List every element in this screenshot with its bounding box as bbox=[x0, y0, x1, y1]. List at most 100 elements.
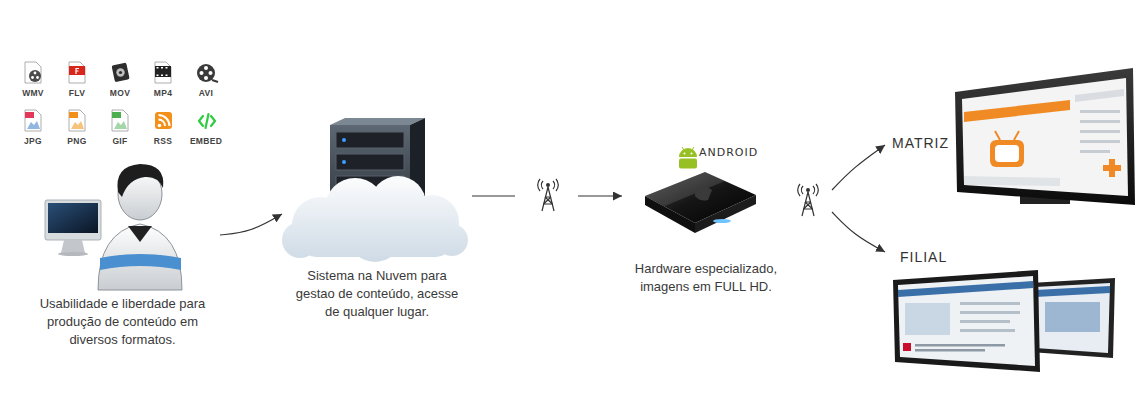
mov-icon bbox=[116, 68, 124, 76]
mov-icon bbox=[111, 63, 129, 83]
mp4-icon bbox=[157, 75, 159, 77]
rss-icon bbox=[155, 112, 172, 129]
tv-matriz bbox=[964, 100, 1070, 122]
user-illustration bbox=[98, 224, 182, 290]
tv-matriz bbox=[962, 78, 1128, 196]
tv-matriz bbox=[995, 131, 1019, 140]
wmv-icon bbox=[25, 62, 41, 83]
android-robot bbox=[679, 159, 697, 169]
tv-filial bbox=[903, 343, 911, 351]
embed-icon bbox=[199, 114, 215, 128]
android-robot bbox=[691, 153, 693, 155]
media-player-box bbox=[645, 172, 756, 223]
cloud-server bbox=[282, 118, 468, 262]
flv-icon bbox=[76, 69, 79, 75]
tv-filial bbox=[1045, 302, 1100, 332]
mp4-icon bbox=[155, 66, 171, 77]
site-heading: FILIAL bbox=[900, 249, 1140, 265]
display-node: MATRIZ bbox=[885, 65, 1140, 210]
rss-icon bbox=[158, 124, 162, 128]
mp4-icon bbox=[161, 67, 163, 69]
user-illustration bbox=[45, 164, 182, 290]
tv-filial bbox=[1035, 286, 1110, 297]
tv-matriz bbox=[1080, 130, 1120, 133]
rss-icon bbox=[159, 115, 170, 126]
tv-filial bbox=[1035, 283, 1110, 353]
format-label-slot: GIF bbox=[100, 136, 140, 146]
mov-icon bbox=[119, 71, 122, 74]
png-icon bbox=[69, 112, 78, 118]
wmv-icon bbox=[25, 62, 41, 83]
avi-icon bbox=[200, 71, 204, 75]
format-label: PNG bbox=[57, 136, 97, 146]
gif-icon bbox=[112, 110, 128, 131]
tv-filial bbox=[960, 302, 1020, 305]
format-label-slot: EMBED bbox=[184, 136, 228, 146]
png-icon bbox=[69, 110, 85, 131]
tv-matriz bbox=[1080, 150, 1110, 153]
format-label: RSS bbox=[143, 136, 183, 146]
gif-icon bbox=[114, 121, 127, 129]
tv-filial bbox=[915, 344, 1005, 347]
cloud-server bbox=[300, 225, 452, 257]
tv-matriz bbox=[1109, 159, 1115, 177]
png-icon bbox=[69, 110, 85, 131]
cloud-node: Sistema na Nuvem para gestao de conteúdo… bbox=[282, 110, 472, 325]
format-label-slot: MP4 bbox=[143, 88, 183, 98]
android-robot bbox=[682, 147, 694, 150]
tv-filial bbox=[898, 281, 1033, 297]
media-player-box bbox=[713, 219, 731, 223]
jpg-icon bbox=[25, 110, 41, 131]
format-label: JPG bbox=[13, 136, 53, 146]
tv-matriz bbox=[995, 145, 1019, 162]
mp4-icon bbox=[166, 67, 168, 69]
node-caption: Hardware especializado, imagens em FULL … bbox=[626, 260, 786, 296]
cloud-server bbox=[282, 176, 468, 262]
android-robot bbox=[679, 148, 697, 157]
tv-filial bbox=[960, 311, 1020, 314]
tv-filial bbox=[893, 270, 1115, 372]
jpg-icon bbox=[25, 112, 34, 118]
tv-matriz bbox=[955, 68, 1135, 205]
hardware-node: Hardware especializado, imagens em FULL … bbox=[622, 140, 832, 300]
jpg-icon bbox=[27, 121, 40, 129]
media-player-box bbox=[695, 195, 756, 233]
user-illustration bbox=[117, 164, 163, 197]
format-label-slot: JPG bbox=[13, 136, 53, 146]
gif-icon bbox=[112, 110, 128, 131]
flv-icon bbox=[69, 66, 85, 75]
flow-arrow bbox=[220, 214, 282, 235]
avi-icon bbox=[204, 66, 208, 70]
media-player-box bbox=[645, 172, 725, 206]
site-heading: MATRIZ bbox=[892, 135, 1140, 151]
user-illustration bbox=[45, 200, 101, 240]
tv-filial bbox=[893, 270, 1040, 372]
avi-icon bbox=[197, 64, 218, 82]
format-label-slot: MOV bbox=[100, 88, 140, 98]
wmv-icon bbox=[31, 76, 34, 79]
cloud-server bbox=[336, 132, 404, 148]
format-icons bbox=[25, 62, 218, 131]
rss-icon bbox=[155, 112, 172, 129]
wmv-icon bbox=[34, 72, 37, 75]
tv-filial bbox=[898, 276, 1035, 366]
gif-icon bbox=[112, 112, 121, 118]
flv-icon bbox=[69, 62, 85, 83]
tv-filial bbox=[1030, 278, 1115, 358]
tv-matriz bbox=[1080, 140, 1120, 143]
format-label: MOV bbox=[100, 88, 140, 98]
flv-icon bbox=[69, 62, 85, 83]
mp4-icon bbox=[155, 62, 171, 83]
media-player-box bbox=[645, 172, 756, 233]
tv-matriz bbox=[964, 176, 1060, 186]
tv-matriz bbox=[990, 140, 1024, 167]
user-illustration bbox=[128, 226, 152, 242]
android-robot bbox=[684, 153, 686, 155]
node-caption: Sistema na Nuvem para gestao de conteúdo… bbox=[291, 267, 463, 321]
format-label-slot: WMV bbox=[13, 88, 53, 98]
platform-logo-text: ANDROID bbox=[699, 146, 755, 159]
avi-icon bbox=[204, 76, 208, 80]
avi-icon bbox=[212, 80, 218, 82]
tv-matriz bbox=[1080, 120, 1120, 123]
